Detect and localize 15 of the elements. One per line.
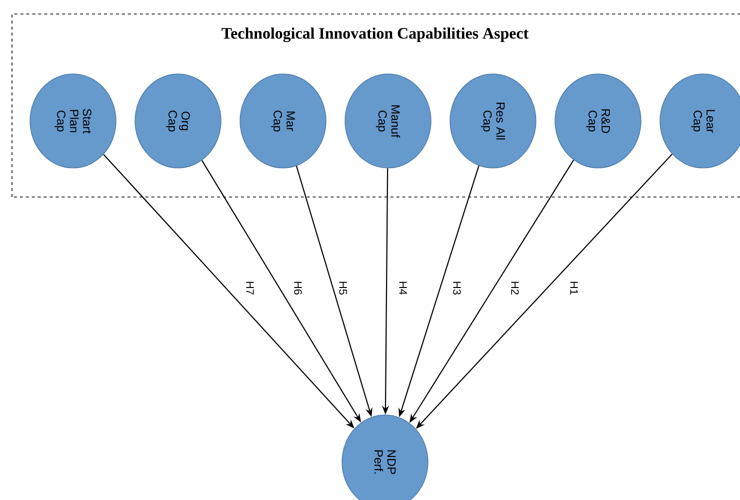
circle-node: Org Cap xyxy=(134,74,222,168)
circle-node: Res All Cap xyxy=(450,74,536,168)
circle-node: R&D Cap xyxy=(554,74,642,168)
edge-label: H5 xyxy=(339,282,347,295)
edge-label: H1 xyxy=(570,282,578,294)
circle-node: NDP Perf. xyxy=(342,414,428,500)
edge-label: H3 xyxy=(453,282,461,294)
circle-node: Lear Cap xyxy=(660,74,740,168)
edge-label: H2 xyxy=(511,282,519,294)
circle-node: Manuf Cap xyxy=(344,74,432,168)
circle-node: Mar Cap xyxy=(240,74,326,168)
circle-node: Start Plan Cap xyxy=(30,74,116,168)
edge-label: H6 xyxy=(294,282,302,294)
edge-label: H4 xyxy=(399,282,407,295)
edge-label: H7 xyxy=(246,282,254,294)
